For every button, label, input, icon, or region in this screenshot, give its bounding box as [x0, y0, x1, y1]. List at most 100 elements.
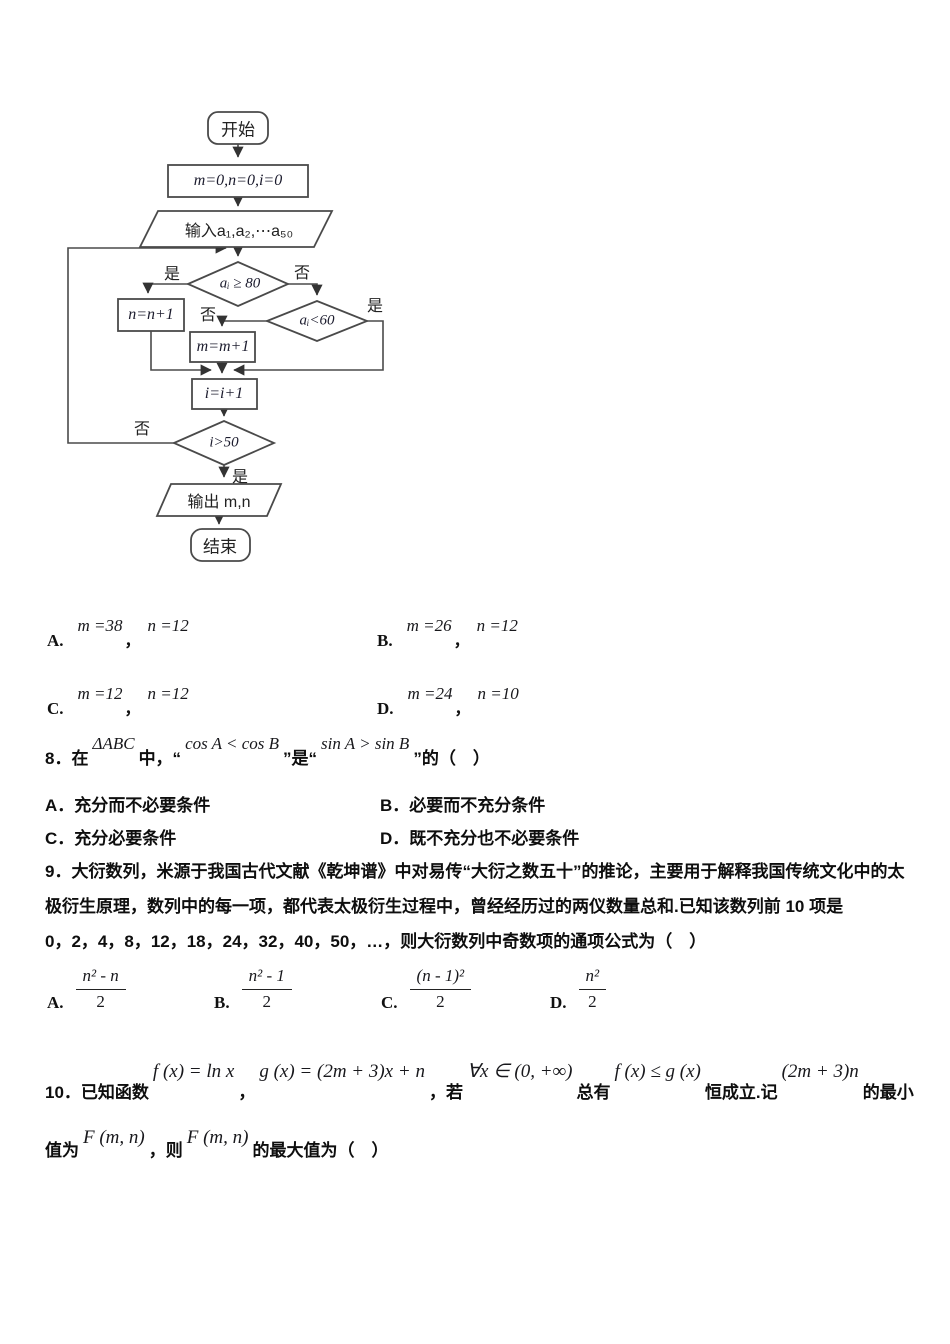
option-separator: ，: [124, 701, 141, 718]
q10-c2: ，若: [428, 1083, 463, 1102]
option-separator: ，: [454, 701, 471, 718]
fraction-denominator: 2: [409, 989, 472, 1012]
q8-mid2: ”是“: [283, 749, 318, 768]
q9-option-d: D. n² 2: [550, 966, 607, 1013]
i-increment-node: [191, 378, 258, 410]
q8-stem: 8．在ΔABC中，“cos A < cos B”是“sin A > sin B”…: [45, 734, 490, 769]
fraction-numerator: (n - 1)²: [416, 966, 465, 985]
q10-stem-line2: 值为F (m, n)，则F (m, n)的最大值为（ ）: [45, 1127, 389, 1162]
q8-triangle-math: ΔABC: [92, 734, 135, 753]
q8-option-a: A．充分而不必要条件: [45, 796, 211, 815]
flowchart-shapes: [117, 111, 370, 562]
option-n-value: n =12: [147, 684, 189, 703]
flowchart-connectors: [67, 144, 384, 525]
fraction-numerator: n² - 1: [248, 966, 285, 985]
option-separator: ，: [453, 633, 470, 650]
input-node: [138, 210, 334, 248]
option-m-value: m =38: [77, 616, 123, 635]
input-label: 输入a₁,a₂,⋯a₅₀: [184, 223, 294, 240]
q9-stem-line3: 0，2，4，8，12，18，24，32，40，50，…，则大衍数列中奇数项的通项…: [45, 932, 707, 951]
option-m-value: m =24: [407, 684, 453, 703]
init-label: m=0,n=0,i=0: [193, 172, 283, 189]
no-label-1: 否: [293, 265, 311, 282]
q10-expression: (2m + 3)n: [781, 1061, 859, 1082]
decision2-node: [264, 300, 370, 342]
condition2-label: aᵢ<60: [299, 312, 335, 329]
option-separator: ，: [124, 633, 141, 650]
q10-l2t1: 值为: [45, 1141, 79, 1160]
yes-label-3: 是: [231, 469, 249, 486]
fraction: n² 2: [578, 966, 607, 1013]
option-label: C.: [47, 699, 64, 718]
init-node: [167, 164, 309, 198]
q9-stem-line2: 极衍生原理，数列中的每一项，都代表太极衍生过程中，曾经经历过的两仪数量总和.已知…: [45, 897, 844, 916]
output-node: [155, 483, 283, 517]
fraction: n² - n 2: [75, 966, 126, 1013]
no-label-2: 否: [199, 307, 217, 324]
q10-inequality: f (x) ≤ g (x): [614, 1061, 701, 1082]
condition3-label: i>50: [209, 434, 239, 451]
end-label: 结束: [203, 537, 237, 557]
q9-option-c: C. (n - 1)² 2: [381, 966, 472, 1013]
option-m-value: m =12: [77, 684, 123, 703]
q8-sin-math: sin A > sin B: [321, 734, 410, 753]
no-label-3: 否: [133, 421, 151, 438]
q10-F-function-2: F (m, n): [186, 1127, 249, 1148]
q7-option-d: D. m =24， n =10: [377, 684, 519, 729]
option-label: C.: [381, 993, 398, 1012]
option-label: D.: [550, 993, 567, 1012]
m-increment-node: [189, 331, 256, 363]
q10-f-definition: f (x) = ln x: [152, 1061, 235, 1082]
q8-cos-math: cos A < cos B: [185, 734, 280, 753]
option-label: B.: [214, 993, 230, 1012]
m-box-label: m=m+1: [196, 338, 250, 355]
loop-back-line: [67, 242, 227, 444]
q10-c4: 恒成立.记: [704, 1083, 778, 1102]
q8-option-d: D．既不充分也不必要条件: [380, 829, 580, 848]
condition1-label: aᵢ ≥ 80: [219, 275, 261, 292]
q10-stem-line1: 10．已知函数f (x) = ln x，g (x) = (2m + 3)x + …: [45, 1061, 914, 1104]
option-n-value: n =10: [477, 684, 519, 703]
q8-option-c: C．充分必要条件: [45, 829, 177, 848]
fraction-denominator: 2: [75, 989, 126, 1012]
q8-mid1: 中，“: [138, 749, 182, 768]
fraction-denominator: 2: [241, 989, 292, 1012]
decision1-node: [185, 261, 291, 307]
q10-c3: 总有: [576, 1083, 611, 1102]
q10-F-function: F (m, n): [83, 1127, 145, 1148]
i-box-label: i=i+1: [204, 385, 244, 402]
option-label: A.: [47, 631, 64, 650]
fraction: (n - 1)² 2: [409, 966, 472, 1013]
yes-label-1: 是: [163, 266, 181, 283]
q9-stem-line1: 9．大衍数列，米源于我国古代文献《乾坤谱》中对易传“大衍之数五十”的推论，主要用…: [45, 862, 905, 881]
yes-label-2: 是: [366, 298, 384, 315]
fraction-denominator: 2: [578, 989, 607, 1012]
fraction-numerator: n²: [585, 966, 600, 985]
end-node: [190, 528, 251, 562]
q10-seg1: 10．已知函数: [45, 1083, 149, 1102]
flowchart-diagram: [67, 111, 384, 562]
q10-l2t2: ，则: [148, 1141, 183, 1160]
output-label: 输出 m,n: [187, 494, 251, 511]
start-node: [207, 111, 269, 145]
q9-option-a: A. n² - n 2: [47, 966, 126, 1013]
q10-c5: 的最小: [862, 1083, 914, 1102]
q10-g-definition: g (x) = (2m + 3)x + n: [259, 1061, 425, 1082]
q10-c1: ，: [238, 1083, 256, 1102]
fraction: n² - 1 2: [241, 966, 292, 1013]
q8-option-b: B．必要而不充分条件: [380, 796, 546, 815]
fraction-numerator: n² - n: [82, 966, 119, 985]
option-label: D.: [377, 699, 394, 718]
n-box-label: n=n+1: [128, 306, 174, 323]
q7-option-a: A. m =38， n =12: [47, 616, 189, 661]
start-label: 开始: [221, 120, 255, 140]
option-label: A.: [47, 993, 64, 1012]
option-n-value: n =12: [147, 616, 189, 635]
q10-l2t3: 的最大值为（ ）: [252, 1141, 389, 1160]
option-n-value: n =12: [476, 616, 518, 635]
q7-option-c: C. m =12， n =12: [47, 684, 189, 729]
q9-option-b: B. n² - 1 2: [214, 966, 292, 1013]
n-increment-node: [117, 298, 185, 332]
q8-prefix: 8．在: [45, 749, 89, 768]
